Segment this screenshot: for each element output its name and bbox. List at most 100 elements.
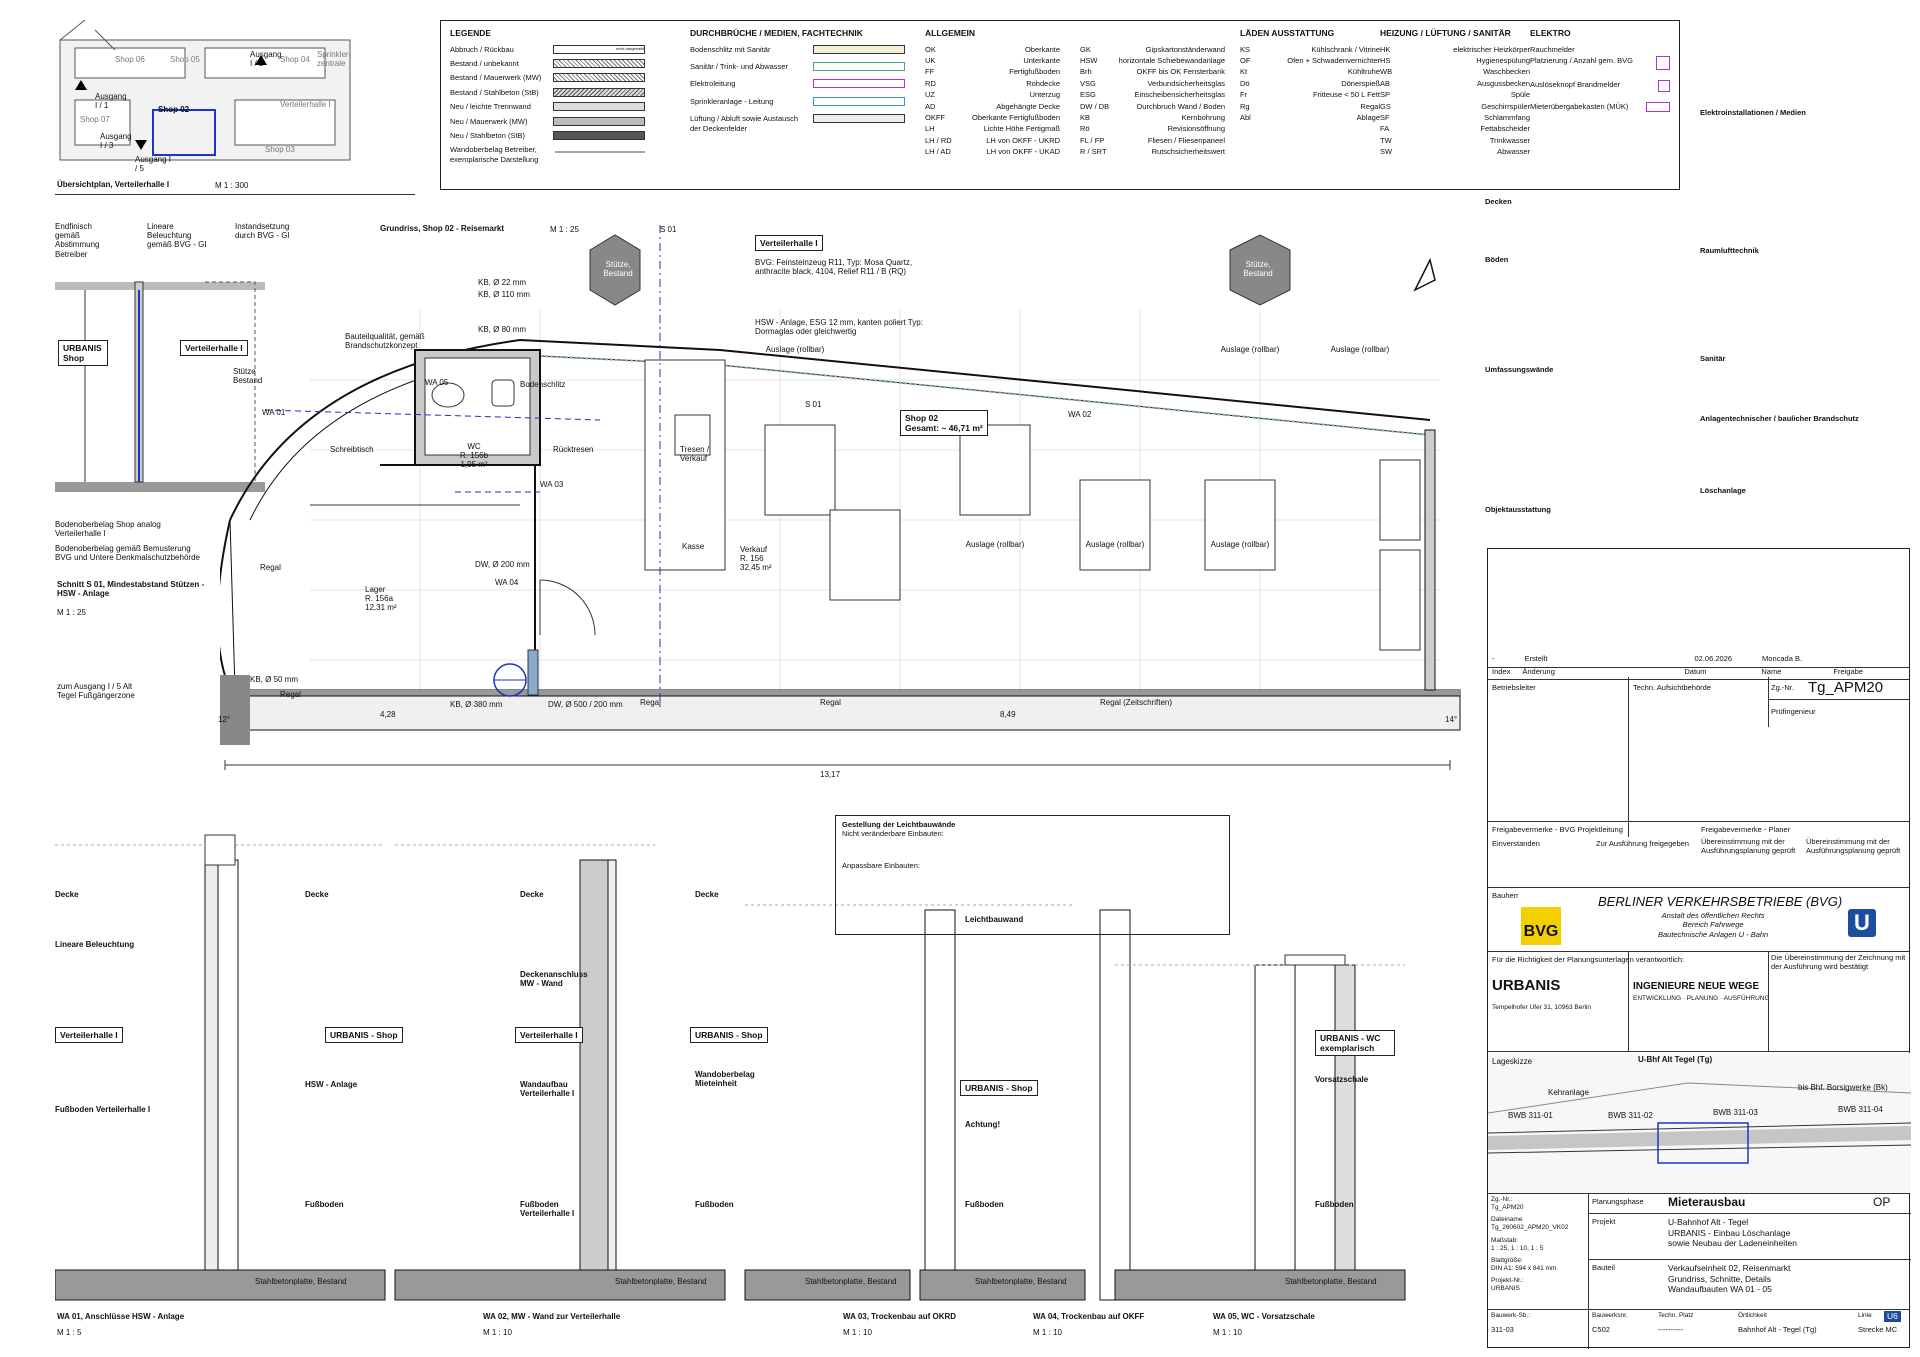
divider [1488, 1193, 1909, 1194]
abbrev-key: AD [925, 101, 936, 111]
elektro-item: Mieterübergabekasten (MÜK) [1530, 102, 1629, 111]
plan-label: Regal [260, 563, 281, 572]
legend-swatch [553, 116, 645, 126]
section-note: Bodenoberbelag gemäß Bemusterung BVG und… [55, 544, 200, 563]
abbrev-key: HSW [1080, 56, 1098, 65]
leichtbau-box: Gestellung der Leichtbauwände Nicht verä… [835, 815, 1230, 935]
legend-swatch: nicht dargestellt [553, 44, 645, 54]
durchbrueche-block: DURCHBRÜCHE / MEDIEN, FACHTECHNIK Bodens… [690, 28, 905, 133]
overview-title: Übersichtplan, Verteilerhalle I [57, 180, 170, 189]
durchbrueche-title: DURCHBRÜCHE / MEDIEN, FACHTECHNIK [690, 28, 863, 38]
lage-label: BWB 311-04 [1838, 1105, 1883, 1114]
detail-title: WA 04, Trockenbau auf OKFF [1033, 1312, 1145, 1321]
spec-heading: Objektausstattung [1485, 505, 1551, 514]
plan-label: DW, Ø 500 / 200 mm [548, 700, 623, 709]
abbrev-key: FA [1380, 124, 1390, 134]
detail-tag: URBANIS - WC exemplarisch [1315, 1030, 1395, 1056]
plan-label: DW, Ø 200 mm [475, 560, 530, 569]
detail-note: Decke [55, 890, 79, 899]
divider [1488, 1309, 1909, 1310]
projekt-line: URBANIS - Einbau Löschanlage [1668, 1227, 1791, 1238]
leichtbau-title: Gestellung der Leichtbauwände [842, 820, 956, 829]
abbrev-value: Ausgussbecken [1477, 78, 1530, 88]
room-nr: R. 156a [365, 594, 394, 604]
abbrev-key: Dö [1240, 78, 1250, 88]
abbrev-key: HS [1380, 56, 1391, 65]
abbrev-key: SP [1380, 90, 1391, 100]
bvg-sub: Anstalt des öffentlichen Rechts Bereich … [1658, 911, 1768, 939]
detail-note: Stahlbetonplatte, Bestand [975, 1277, 1067, 1286]
elektro-item: Auslöseknopf Brandmelder [1530, 80, 1621, 89]
titleblock: - Erstellt 02.06.2026 Moncada B. Index Ä… [1487, 548, 1912, 1349]
durchbrueche-swatch [813, 62, 905, 71]
section-tag-shop: URBANIS Shop [58, 340, 108, 366]
overview-exit: Ausgang I / 1 [95, 92, 127, 111]
durchbrueche-item: Elektroleitung [690, 79, 736, 89]
freigabe-item: Übereinstimmung mit der Ausführungsplanu… [1701, 837, 1796, 856]
abbrev-value: Kühltruhe [1347, 67, 1380, 77]
durchbrueche-item: Bodenschlitz mit Sanitär [690, 44, 771, 54]
index-row: - Erstellt 02.06.2026 Moncada B. [1488, 653, 1909, 668]
abbrev-value: Fertigfußboden [1009, 67, 1060, 77]
abbrev-key: Fr [1240, 90, 1248, 100]
abbrev-value: Abgehängte Decke [996, 101, 1060, 111]
smoke-detector-icon [1656, 56, 1670, 70]
plan-label: Regal [280, 690, 301, 699]
elektro-item: Rauchmelder [1530, 44, 1575, 54]
bauwerksnr-value: C502 [1592, 1325, 1610, 1334]
exit-label: zum Ausgang I / 5 Alt Tegel Fußgängerzon… [57, 682, 135, 701]
abbrev-value: Fritteuse < 50 L Fett [1312, 90, 1380, 100]
abbrev-value: Durchbruch Wand / Boden [1136, 101, 1225, 111]
section-note: Lineare Beleuchtung gemäß BVG - GI [147, 222, 207, 250]
allgemein-title: ALLGEMEIN [925, 28, 976, 38]
bauwerksnr-label: Bauwerksnr. [1592, 1312, 1628, 1319]
planungsphase-label: Planungsphase [1592, 1197, 1644, 1206]
lageskizze-title: U-Bhf Alt Tegel (Tg) [1638, 1055, 1713, 1064]
section-mark: WA 02 [1068, 410, 1092, 419]
lage-label: Kehranlage [1548, 1088, 1589, 1097]
section-note: Endfinisch gemäß Abstimmung Betreiber [55, 222, 100, 259]
durchbrueche-swatch [813, 114, 905, 124]
overview-plan: Shop 02 Shop 06 Shop 05 Shop 04 Shop 07 … [55, 19, 355, 175]
bauwerk-value: 311-03 [1491, 1325, 1514, 1334]
shop-tag: Shop 02 Gesamt: ~ 46,71 m² [900, 410, 988, 436]
abbrev-value: Fettabscheider [1480, 124, 1530, 134]
abbrev-key: SW [1380, 147, 1393, 156]
abbrev-key: UK [925, 56, 936, 65]
plan-label: KB, Ø 110 mm [478, 290, 530, 299]
verteilerhalle-tag: Verteilerhalle I [755, 235, 823, 251]
plan-label: KB, Ø 80 mm [478, 325, 527, 334]
detail-note: Decke [695, 890, 719, 899]
divider [1588, 1213, 1911, 1214]
plan-label: KB, Ø 380 mm [450, 700, 503, 709]
detail-note: Achtung! [965, 1120, 1001, 1129]
lageskizze-drawing [1487, 1053, 1912, 1193]
muek-icon [1646, 102, 1670, 112]
bvg-logo: BVG [1521, 907, 1561, 945]
pruefingenieur-label: Prüfingenieur [1771, 707, 1816, 716]
abbrev-key: R / SRT [1080, 147, 1107, 156]
abbrev-value: elektrischer Heizkörper [1453, 44, 1530, 54]
abbrev-key: Abl [1240, 112, 1251, 122]
meta-value: Tg_APM20 [1491, 1204, 1524, 1212]
detail-note: Wandaufbau Verteilerhalle I [520, 1080, 575, 1099]
abbrev-value: Kernbohrung [1181, 112, 1225, 122]
detail-note: Deckenanschluss MW - Wand [520, 970, 588, 989]
detail-tag: Verteilerhalle I [55, 1027, 123, 1043]
section-scale: M 1 : 25 [57, 608, 86, 617]
divider [1628, 677, 1629, 837]
abbrev-key: LH / AD [925, 147, 951, 156]
abbrev-key: Rg [1240, 101, 1250, 111]
abbrev-value: Schlammfang [1484, 112, 1530, 122]
abbrev-key: LH / RD [925, 135, 952, 145]
